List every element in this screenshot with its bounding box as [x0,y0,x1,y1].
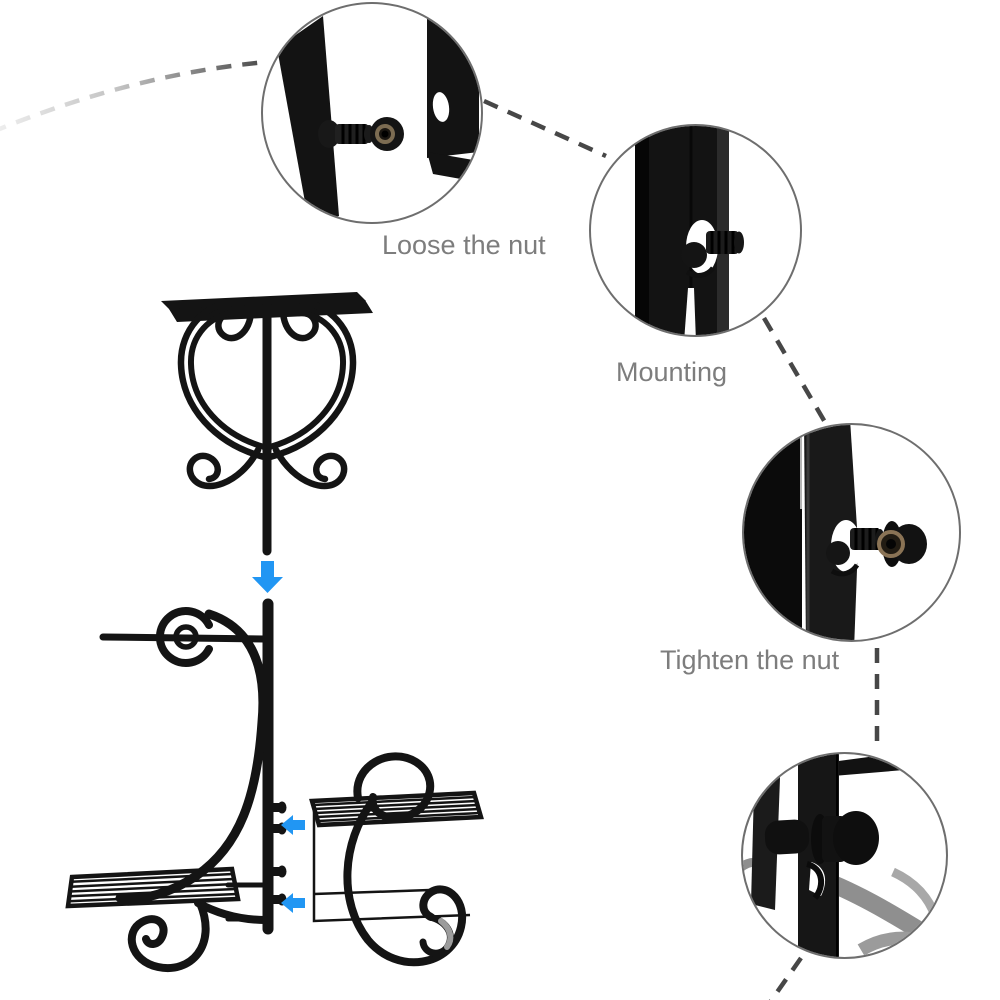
stand-top-piece [161,292,373,556]
screw-shaft [706,231,739,254]
nut-hole [886,539,896,549]
stand-bottom-piece [65,598,287,973]
background-scroll [857,931,946,956]
big-sweep-curve [115,609,268,904]
bracket-bar-right [427,4,479,158]
side-curl-highlight [438,918,454,950]
dashed-connectors [0,59,880,1000]
mount-slot-hole [432,92,450,122]
photo-assembled-bolt-icon [743,754,946,957]
base-connector [194,899,270,924]
dashed-arc-left [0,59,267,132]
side-shelf-piece [309,752,484,967]
screw-tip [734,231,744,254]
arrow-left-icon [281,815,305,835]
dashed-arc-c4-bottom [768,956,803,1000]
gap-sliver [800,425,804,509]
photo-mounting-icon [635,126,744,335]
background-scroll [891,867,940,918]
bottom-curl-left [186,446,262,490]
arrow-left-icon [281,893,305,913]
detail-circle-assembled-bolt [741,752,948,959]
bracket-hole-rim [805,861,825,900]
detail-circle-tighten-nut [742,423,961,642]
screw-head [318,120,340,148]
detail-circle-loose-nut [261,2,483,224]
bolt-shaft [764,819,810,855]
screw-threads [341,124,366,144]
top-cross-bar [831,754,946,776]
heart-left-inner [187,310,267,450]
heart-right-outer [266,299,357,461]
pole-shadow-edge [635,126,649,335]
upper-shelf-arm [99,633,268,643]
pole-light-edge [717,126,729,335]
dashed-arc-c1-c2 [483,98,607,159]
heart-right-inner [267,310,347,450]
heart-left-outer [177,299,268,461]
screw-threads [710,231,735,254]
upper-spiral [156,607,213,667]
upper-spiral-inner [173,624,199,650]
pole-screw [271,865,287,878]
bolt-dome-cap [833,811,879,865]
screw-threads [854,528,879,550]
bracket-bar [804,425,858,640]
photo-loose-nut-icon [277,4,481,222]
step-label-mounting: Mounting [616,357,728,387]
bottom-curl-right [272,446,348,490]
side-big-c-scroll [343,798,467,967]
side-underframe-rail [313,888,431,896]
hook-arc [685,266,715,278]
photo-tighten-nut-icon [744,425,927,640]
hook-arc [830,563,860,577]
side-underframe [312,806,471,923]
dashed-arc-c2-c3 [762,316,831,431]
hook-clamp [826,541,850,565]
pole-screw [271,801,287,814]
side-top-loop [353,752,435,822]
detail-circle-mounting [589,124,802,337]
pole-gap [684,288,696,335]
back-pole [744,425,802,640]
step-label-tighten-the-nut: Tighten the nut [660,645,840,675]
nut-hole [381,130,389,138]
pole-screws [271,801,287,906]
hook-clamp [681,242,707,268]
lower-grid-shelf [65,866,241,909]
base-scroll [127,899,210,973]
arrow-down-icon [252,561,283,593]
step-label-loose-the-nut: Loose the nut [382,230,546,260]
bracket-foot [427,152,481,183]
bracket-bar-left [277,16,339,222]
